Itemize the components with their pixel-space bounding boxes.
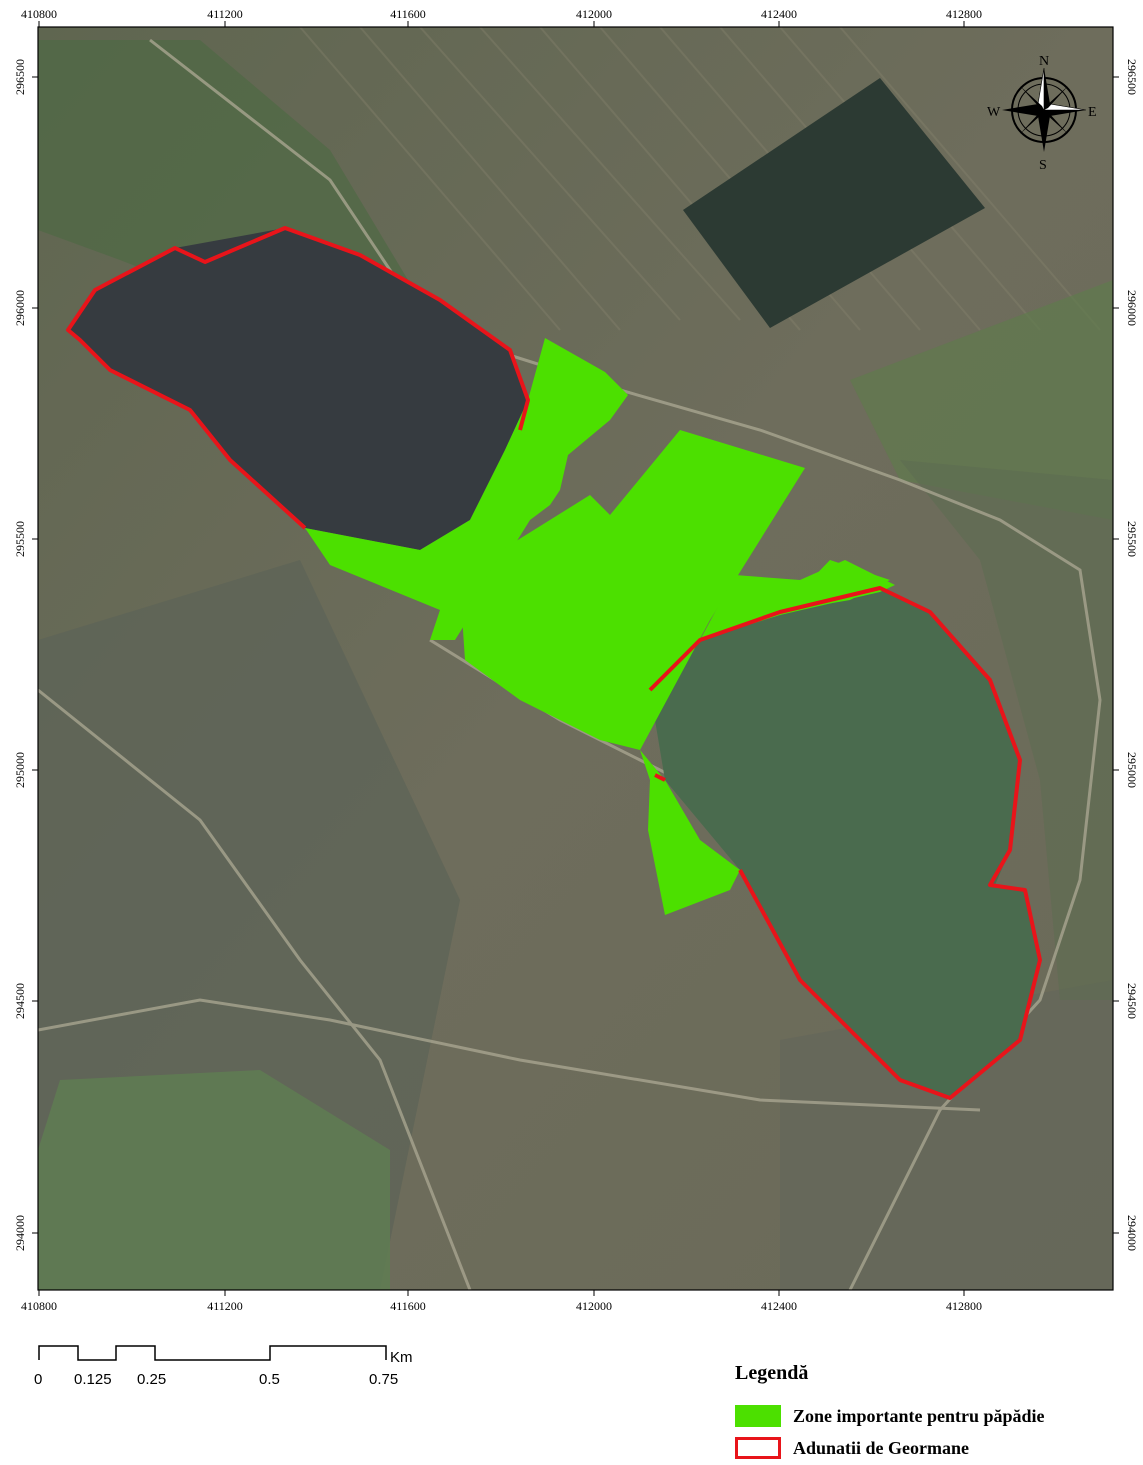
x-tick-label-bottom-1: 411200 xyxy=(207,1299,243,1313)
y-tick-label-right-5: 294000 xyxy=(1125,1215,1139,1251)
compass-e: E xyxy=(1088,105,1097,120)
boundary-outlines xyxy=(66,226,1042,1100)
y-tick-label-right-3: 295000 xyxy=(1125,752,1139,788)
compass-s: S xyxy=(1039,158,1047,173)
legend-swatch-boundary xyxy=(735,1437,781,1459)
y-tick-label-left-1: 296000 xyxy=(13,290,27,326)
x-tick-label-top-3: 412000 xyxy=(576,7,612,21)
y-tick-label-right-1: 296000 xyxy=(1125,290,1139,326)
x-tick-label-top-5: 412800 xyxy=(946,7,982,21)
y-tick-label-left-2: 295500 xyxy=(13,521,27,557)
compass-n: N xyxy=(1039,54,1049,69)
legend-item-boundary: Adunatii de Geormane xyxy=(735,1436,969,1460)
x-tick-label-top-1: 411200 xyxy=(207,7,243,21)
x-tick-label-top-4: 412400 xyxy=(761,7,797,21)
legend-item-zones: Zone importante pentru păpădie xyxy=(735,1404,1045,1428)
compass-rose-icon: N S E W xyxy=(987,54,1097,173)
x-tick-label-bottom-3: 412000 xyxy=(576,1299,612,1313)
x-tick-label-bottom-4: 412400 xyxy=(761,1299,797,1313)
y-tick-label-left-3: 295000 xyxy=(13,752,27,788)
scale-label-025: 0.25 xyxy=(137,1371,166,1388)
west-lake xyxy=(68,228,528,550)
compass-w: W xyxy=(987,105,1001,120)
east-lake xyxy=(650,588,1040,1098)
scale-label-0125: 0.125 xyxy=(74,1371,112,1388)
x-tick-label-bottom-2: 411600 xyxy=(390,1299,426,1313)
y-tick-label-right-4: 294500 xyxy=(1125,983,1139,1019)
legend-label-boundary: Adunatii de Geormane xyxy=(793,1437,970,1458)
y-tick-label-left-0: 296500 xyxy=(13,59,27,95)
x-tick-label-bottom-5: 412800 xyxy=(946,1299,982,1313)
scale-bar: Km 0 0.125 0.25 0.5 0.75 xyxy=(34,1345,413,1388)
y-tick-label-right-2: 295500 xyxy=(1125,521,1139,557)
dandelion-zones xyxy=(305,338,895,915)
map-frame xyxy=(37,26,1114,1291)
y-tick-label-left-5: 294000 xyxy=(13,1215,27,1251)
y-tick-label-left-4: 294500 xyxy=(13,983,27,1019)
scale-unit: Km xyxy=(390,1349,413,1366)
y-tick-label-right-0: 296500 xyxy=(1125,59,1139,95)
x-tick-label-top-0: 410800 xyxy=(21,7,57,21)
legend-title: Legendă xyxy=(735,1362,809,1384)
coordinate-ticks: 410800 410800 411200 411200 411600 411600 4120… xyxy=(13,7,1139,1313)
scale-label-05: 0.5 xyxy=(259,1371,280,1388)
legend-swatch-zones xyxy=(735,1405,781,1427)
x-tick-label-bottom-0: 410800 xyxy=(21,1299,57,1313)
scale-label-0: 0 xyxy=(34,1371,42,1388)
scale-label-075: 0.75 xyxy=(369,1371,398,1388)
legend-label-zones: Zone importante pentru păpădie xyxy=(793,1405,1045,1426)
x-tick-label-top-2: 411600 xyxy=(390,7,426,21)
